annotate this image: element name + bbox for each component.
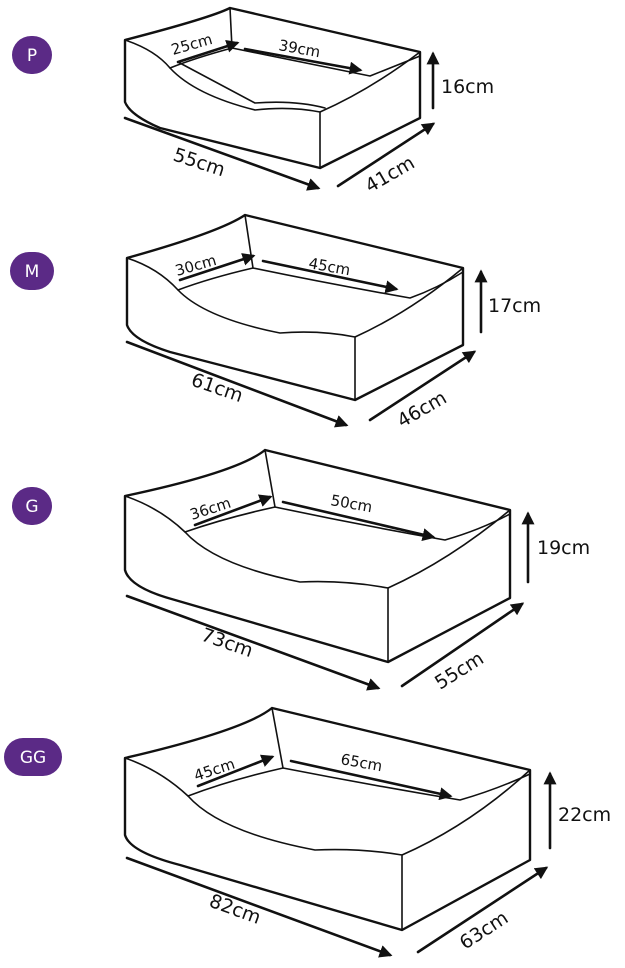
size-gg-label: GG [20,748,46,768]
size-gg-length: 82cm [206,890,263,929]
size-gg-height: 22cm [558,804,611,826]
size-g-badge: G [12,487,52,525]
size-g-inner-length: 50cm [329,491,373,516]
size-p-group: P 25cm 39cm 16cm 55cm 41cm [12,6,494,198]
size-g-height: 19cm [537,537,590,559]
size-gg-group: GG 45cm 65cm 22cm 82cm 63cm [4,706,611,958]
size-p-bed-drawing [123,6,422,170]
size-m-length: 61cm [188,369,245,407]
size-gg-bed-drawing [123,706,532,932]
size-g-group: G 36cm 50cm 19cm 73cm 55cm [12,448,590,694]
size-p-length: 55cm [170,144,227,181]
size-m-label: M [25,262,40,282]
size-m-badge: M [10,252,54,290]
size-p-label: P [27,46,37,66]
size-m-bed-drawing [125,213,465,402]
size-gg-width: 63cm [456,907,513,954]
size-m-group: M 30cm 45cm 17cm 61cm 46cm [10,213,541,433]
size-g-length: 73cm [198,624,255,662]
size-m-height: 17cm [488,295,541,317]
size-g-label: G [25,497,38,517]
size-g-width: 55cm [431,647,488,694]
size-p-inner-length: 39cm [277,36,321,61]
size-m-inner-length: 45cm [307,254,351,279]
size-m-width: 46cm [394,387,451,433]
size-p-width: 41cm [362,152,419,198]
size-gg-badge: GG [4,738,62,776]
size-gg-inner-length: 65cm [339,750,383,775]
size-g-bed-drawing [123,448,512,664]
size-p-badge: P [12,36,52,74]
size-p-height: 16cm [441,76,494,98]
